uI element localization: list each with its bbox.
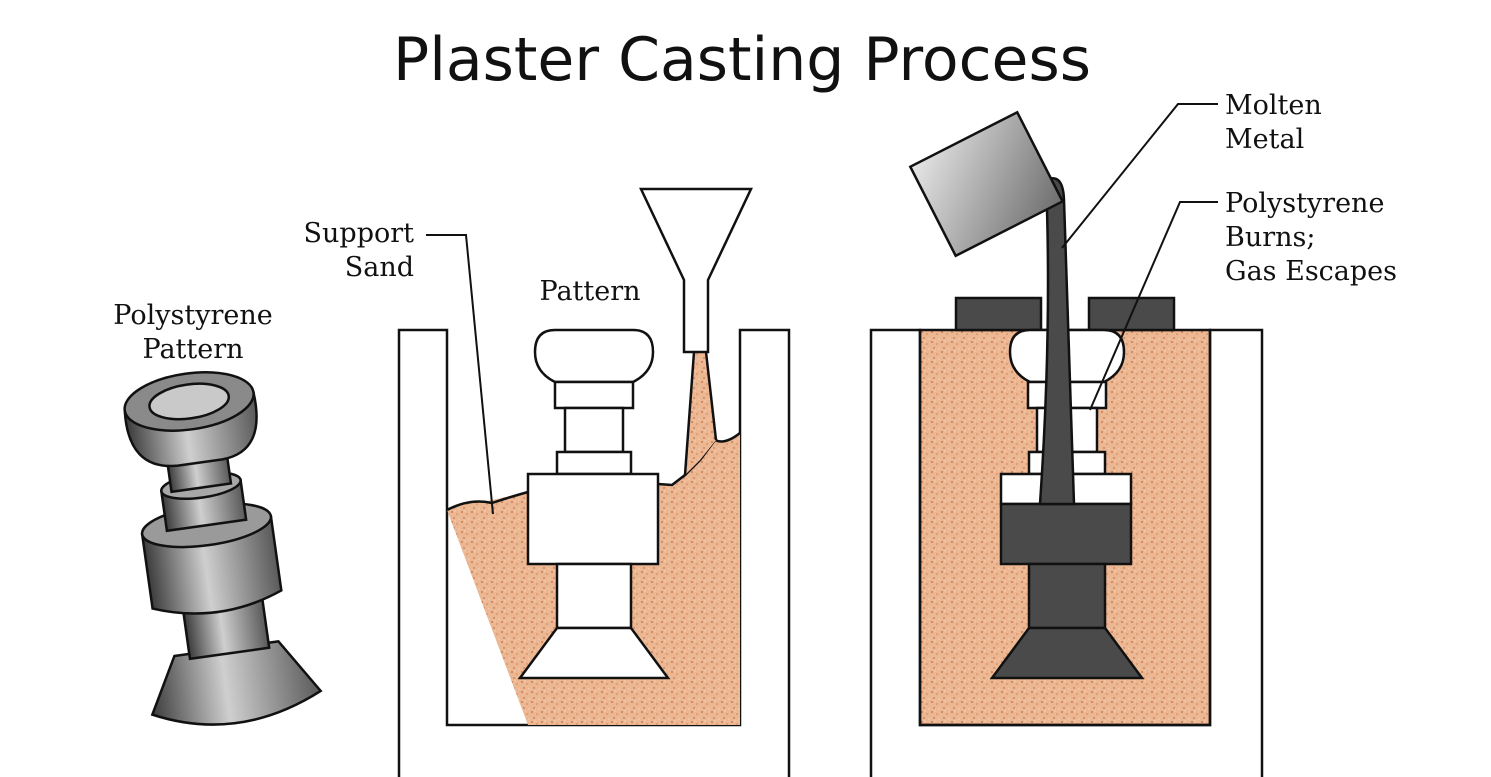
leader-polystyrene-burns (1089, 201, 1218, 411)
middle-flask (397, 187, 791, 777)
label-polystyrene-pattern-line2: Pattern (142, 334, 243, 365)
label-burns-line3: Gas Escapes (1225, 256, 1397, 287)
leader-support-sand (426, 234, 494, 515)
polystyrene-pattern-3d (123, 371, 323, 726)
label-polystyrene-pattern-line1: Polystyrene (113, 300, 272, 331)
leader-molten-metal (1061, 103, 1218, 249)
diagram-title: Plaster Casting Process (393, 25, 1091, 95)
label-burns-line2: Burns; (1225, 222, 1315, 253)
label-burns-line1: Polystyrene (1225, 188, 1384, 219)
label-molten-metal-line1: Molten (1225, 90, 1322, 121)
label-molten-metal-line2: Metal (1225, 124, 1304, 155)
right-flask (869, 110, 1264, 777)
label-pattern: Pattern (539, 276, 640, 307)
label-support-sand-line2: Sand (345, 252, 414, 283)
label-support-sand-line1: Support (304, 218, 415, 249)
